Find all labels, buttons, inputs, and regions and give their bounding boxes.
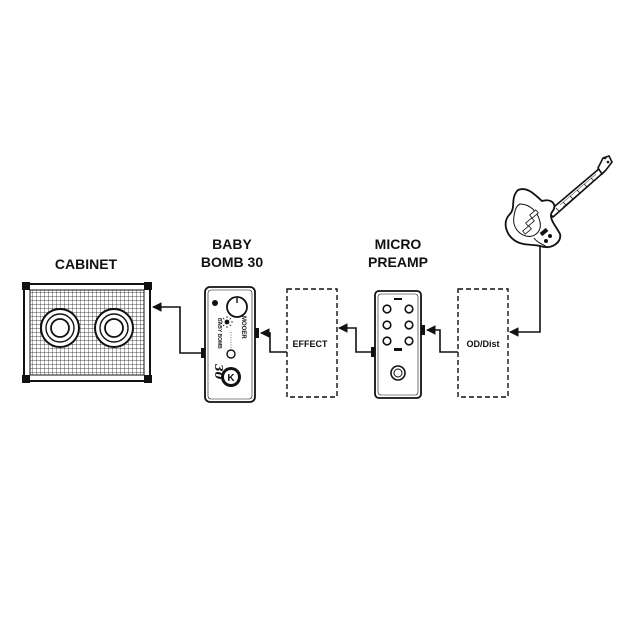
led-icon <box>221 316 233 328</box>
micro-preamp-label-line1: MICRO <box>375 236 422 252</box>
small-knob-icon <box>212 300 218 306</box>
cabinet-label: CABINET <box>55 256 118 272</box>
speaker-right <box>94 308 134 348</box>
micro-preamp-label-line2: PREAMP <box>368 254 428 270</box>
baby-bomb-label-line1: BABY <box>212 236 252 252</box>
pedal-model-text: BABY BOMB <box>216 318 222 349</box>
wire-preamp-to-effect <box>338 323 371 353</box>
wire-guitar-to-od <box>509 246 541 337</box>
wire-od-to-preamp <box>426 325 458 353</box>
od-dist-slot <box>457 288 509 398</box>
wire-effect-to-bomb <box>260 328 287 353</box>
effect-label: EFFECT <box>293 339 329 349</box>
cabinet <box>22 282 152 383</box>
footswitch-icon: K <box>221 367 241 387</box>
preamp-footswitch-icon <box>390 365 406 381</box>
pedal-brand-text: MOOER <box>240 316 246 339</box>
speaker-left <box>40 308 80 348</box>
baby-bomb-pedal: MOOER BABY BOMB 30 K <box>201 286 259 403</box>
od-dist-label: OD/Dist <box>466 339 499 349</box>
wire-bomb-to-cabinet <box>152 302 201 354</box>
baby-bomb-label-line2: BOMB 30 <box>201 254 263 270</box>
svg-text:K: K <box>227 373 235 384</box>
micro-preamp-pedal <box>371 290 425 399</box>
guitar-icon <box>504 155 613 249</box>
preamp-knobs <box>382 304 414 346</box>
volume-knob-icon <box>226 296 248 318</box>
effect-slot <box>286 288 338 398</box>
